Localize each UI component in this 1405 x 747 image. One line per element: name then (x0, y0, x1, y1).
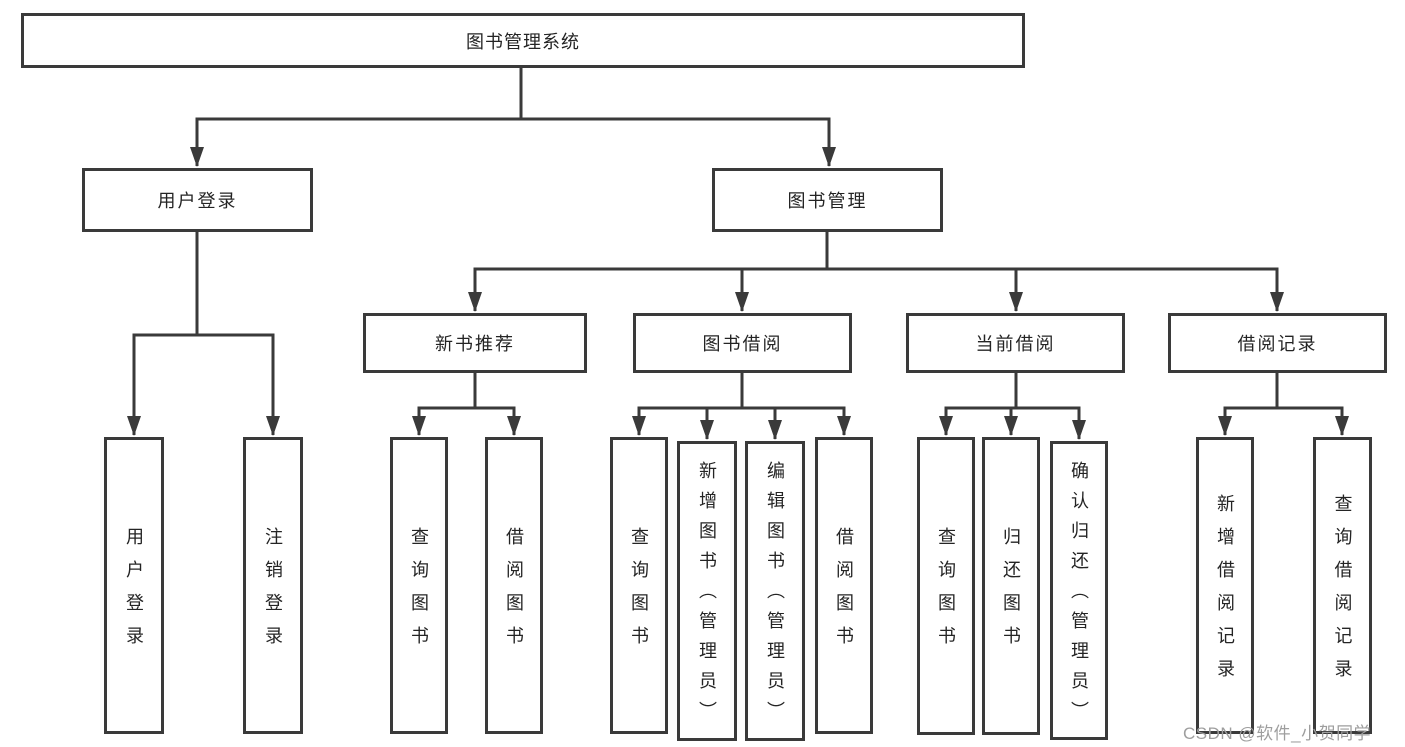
leaf-query-books-borrow-label: 查询图书 (629, 526, 649, 659)
leaf-user-login: 用户登录 (104, 437, 164, 734)
leaf-query-books-recommend: 查询图书 (390, 437, 448, 734)
leaf-confirm-return-admin-label: 确认归还（管理员） (1069, 460, 1089, 731)
node-book-management: 图书管理 (712, 168, 943, 232)
leaf-query-books-recommend-label: 查询图书 (409, 526, 429, 659)
leaf-logout: 注销登录 (243, 437, 303, 734)
leaf-add-borrow-record: 新增借阅记录 (1196, 437, 1254, 734)
leaf-return-book: 归还图书 (982, 437, 1040, 735)
leaf-query-books-current: 查询图书 (917, 437, 975, 735)
leaf-edit-book-admin: 编辑图书（管理员） (745, 441, 805, 741)
node-current-borrow: 当前借阅 (906, 313, 1125, 373)
leaf-borrow-books-recommend-label: 借阅图书 (504, 526, 524, 659)
node-borrow-records-label: 借阅记录 (1237, 334, 1318, 354)
node-library-system-label: 图书管理系统 (466, 31, 580, 52)
leaf-logout-label: 注销登录 (263, 526, 283, 659)
node-new-book-recommend-label: 新书推荐 (435, 334, 515, 354)
node-library-system: 图书管理系统 (21, 13, 1025, 68)
node-user-login: 用户登录 (82, 168, 313, 232)
node-current-borrow-label: 当前借阅 (975, 334, 1056, 354)
leaf-borrow-books: 借阅图书 (815, 437, 873, 734)
leaf-query-borrow-record-label: 查询借阅记录 (1332, 493, 1353, 692)
leaf-borrow-books-recommend: 借阅图书 (485, 437, 543, 734)
leaf-return-book-label: 归还图书 (1001, 527, 1021, 659)
node-book-management-label: 图书管理 (787, 191, 868, 211)
node-book-borrow: 图书借阅 (633, 313, 852, 373)
leaf-confirm-return-admin: 确认归还（管理员） (1050, 441, 1108, 740)
node-borrow-records: 借阅记录 (1168, 313, 1387, 373)
leaf-user-login-label: 用户登录 (124, 526, 144, 659)
csdn-watermark: CSDN @软件_小贺同学 (1183, 724, 1372, 743)
node-new-book-recommend: 新书推荐 (363, 313, 587, 373)
leaf-add-book-admin-label: 新增图书（管理员） (697, 461, 717, 731)
node-book-borrow-label: 图书借阅 (702, 334, 783, 354)
leaf-query-borrow-record: 查询借阅记录 (1313, 437, 1372, 734)
node-user-login-label: 用户登录 (157, 191, 238, 211)
leaf-add-borrow-record-label: 新增借阅记录 (1215, 493, 1235, 692)
leaf-borrow-books-label: 借阅图书 (834, 526, 854, 659)
leaf-add-book-admin: 新增图书（管理员） (677, 441, 737, 741)
leaf-query-books-current-label: 查询图书 (936, 527, 956, 659)
leaf-edit-book-admin-label: 编辑图书（管理员） (765, 461, 785, 731)
leaf-query-books-borrow: 查询图书 (610, 437, 668, 734)
